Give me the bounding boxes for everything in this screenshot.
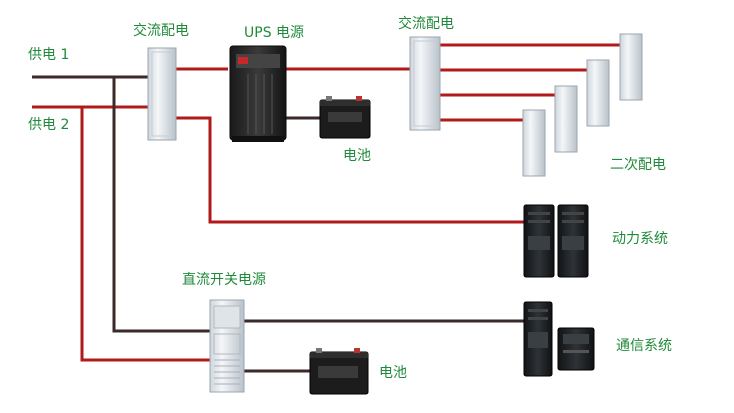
ac-distribution-cabinet-left [147,47,177,141]
label-ac-distribution-left: 交流配电 [133,23,189,39]
secondary-cabinet [554,85,578,153]
secondary-distribution-cabinets [522,33,643,177]
label-battery-dc: 电池 [379,365,407,381]
power-system-servers [523,204,589,278]
label-power-system: 动力系统 [612,231,668,247]
label-supply-1: 供电 1 [28,47,70,63]
label-ac-distribution-right: 交流配电 [398,16,454,32]
battery-ups [319,96,371,139]
secondary-cabinet [586,59,610,127]
wire-ac-to-power-system [176,116,524,224]
battery-dc [309,348,369,395]
wire-supply-2-to-dc [80,107,210,362]
wiring [32,43,620,373]
dc-switching-power-cabinet [209,299,245,393]
ups-unit [229,45,287,142]
communication-system-equipment [523,301,595,377]
wire-supply-1-to-dc [112,77,210,333]
label-battery-ups: 电池 [343,148,371,164]
ac-distribution-cabinet-right [409,36,441,131]
secondary-cabinet [619,33,643,101]
label-dc-switching-power: 直流开关电源 [182,272,266,288]
secondary-cabinet [522,109,546,177]
label-secondary-distribution: 二次配电 [610,157,666,173]
label-communication-system: 通信系统 [616,338,672,354]
label-supply-2: 供电 2 [28,117,70,133]
label-ups-power: UPS 电源 [244,25,305,41]
